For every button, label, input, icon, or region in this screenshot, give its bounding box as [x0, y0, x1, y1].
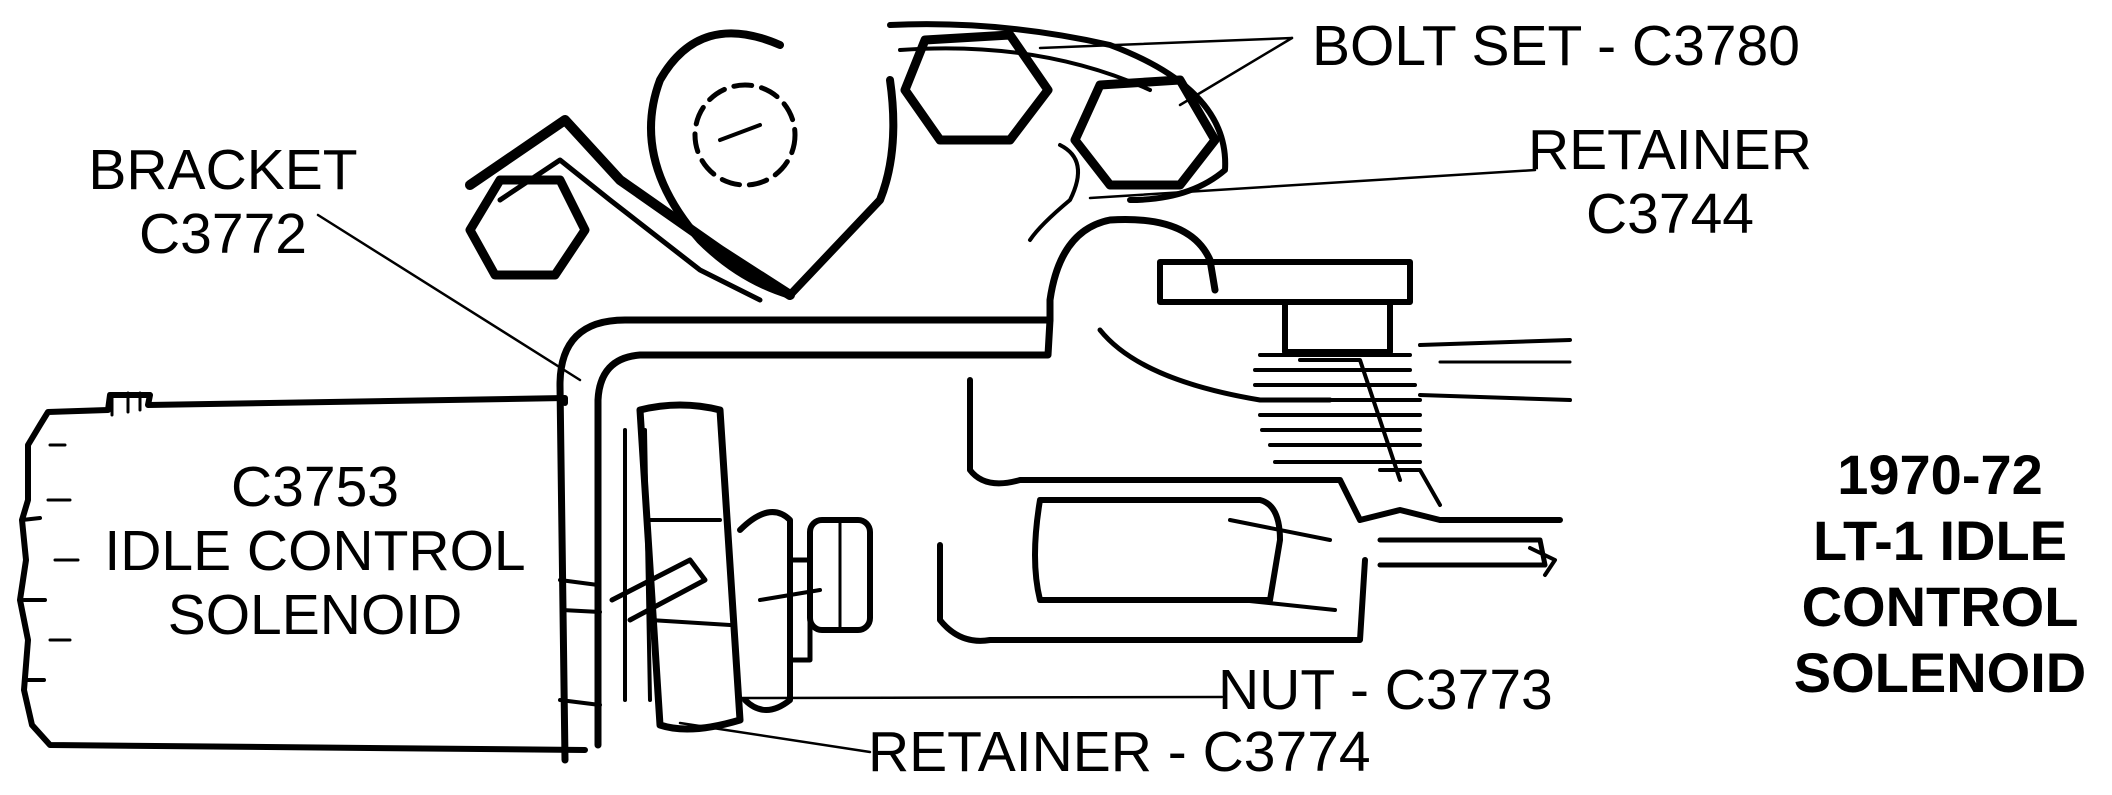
- solenoid-label-line-3: SOLENOID: [167, 583, 463, 647]
- plunger-stack: [609, 401, 873, 733]
- diagram-title: 1970-72 LT-1 IDLE CONTROL SOLENOID: [1770, 442, 2110, 706]
- bracket-label: BRACKET C3772: [78, 138, 368, 266]
- linkage-body: [937, 216, 1572, 644]
- nut-label: NUT - C3773: [1218, 658, 1553, 722]
- bolt-set-shapes: [465, 30, 1220, 280]
- retainer-bottom-label: RETAINER - C3774: [868, 720, 1371, 784]
- solenoid-label-line-1: C3753: [231, 455, 399, 519]
- solenoid-label: C3753 IDLE CONTROL SOLENOID: [90, 455, 540, 647]
- bracket-label-line-2: C3772: [139, 202, 307, 266]
- solenoid-label-line-2: IDLE CONTROL: [104, 519, 526, 583]
- upper-arm-assembly: [465, 21, 1229, 303]
- solenoid-body: [17, 391, 588, 753]
- retainer-top-label-line-1: RETAINER: [1528, 118, 1812, 182]
- diagram-title-line-2: LT-1 IDLE: [1812, 509, 2068, 572]
- retainer-top-label: RETAINER C3744: [1510, 118, 1830, 246]
- bracket-shape: [556, 316, 1054, 764]
- retainer-top-label-line-2: C3744: [1586, 182, 1754, 246]
- diagram-title-line-3: CONTROL: [1801, 575, 2079, 638]
- diagram-title-line-4: SOLENOID: [1793, 641, 2087, 704]
- leader-lines: [316, 36, 1537, 754]
- bracket-label-line-1: BRACKET: [88, 138, 358, 202]
- bolt-set-label: BOLT SET - C3780: [1312, 14, 1800, 78]
- diagram-title-line-1: 1970-72: [1837, 443, 2043, 506]
